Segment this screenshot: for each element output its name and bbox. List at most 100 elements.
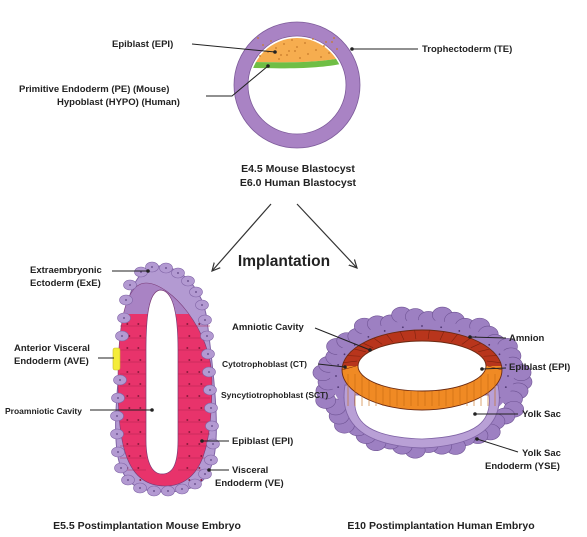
cell-nucleus	[139, 455, 141, 457]
cell-nucleus	[186, 467, 188, 469]
cell-nucleus	[128, 431, 130, 433]
cell-nucleus	[206, 335, 208, 337]
cell-nucleus	[337, 364, 339, 366]
label-proamniotic-cavity: Proamniotic Cavity	[5, 406, 82, 416]
cell-nucleus	[137, 347, 139, 349]
cell-nucleus	[186, 347, 188, 349]
cell-nucleus	[320, 56, 322, 58]
label-hypoblast: Hypoblast (HYPO) (Human)	[57, 97, 180, 108]
cell-nucleus	[187, 280, 189, 282]
label-ave-line1: Anterior Visceral	[14, 343, 90, 354]
cell-nucleus	[137, 419, 139, 421]
cell-nucleus	[128, 407, 130, 409]
human-embryo	[313, 307, 532, 458]
cell-nucleus	[312, 38, 314, 40]
cell-nucleus	[116, 433, 118, 435]
amniotic-cavity	[358, 341, 486, 391]
cell-nucleus	[151, 266, 153, 268]
cell-nucleus	[139, 487, 141, 489]
cell-nucleus	[331, 41, 333, 43]
cell-nucleus	[198, 467, 200, 469]
anterior-visceral-endoderm	[113, 348, 120, 370]
cell-nucleus	[127, 479, 129, 481]
cell-nucleus	[204, 319, 206, 321]
cell-nucleus	[186, 395, 188, 397]
cell-nucleus	[198, 371, 200, 373]
cell-nucleus	[200, 455, 202, 457]
cell-nucleus	[119, 379, 121, 381]
cell-nucleus	[367, 336, 369, 338]
cell-nucleus	[499, 353, 501, 355]
cell-nucleus	[200, 359, 202, 361]
cell-nucleus	[153, 490, 155, 492]
cell-nucleus	[198, 419, 200, 421]
label-epiblast-blastocyst: Epiblast (EPI)	[112, 39, 173, 50]
cell-nucleus	[126, 443, 128, 445]
cell-nucleus	[200, 407, 202, 409]
cell-nucleus	[259, 55, 261, 57]
cell-nucleus	[304, 42, 306, 44]
label-primitive-endoderm: Primitive Endoderm (PE) (Mouse)	[19, 84, 169, 95]
cell-nucleus	[291, 39, 293, 41]
proamniotic-cavity	[146, 290, 178, 474]
label-ve-line1: Visceral	[232, 465, 268, 476]
cell-nucleus	[126, 371, 128, 373]
label-exe-line2: Ectoderm (ExE)	[30, 278, 101, 289]
cell-nucleus	[296, 46, 298, 48]
cell-nucleus	[128, 383, 130, 385]
cell-nucleus	[336, 48, 338, 50]
cell-nucleus	[198, 347, 200, 349]
cell-nucleus	[201, 304, 203, 306]
cell-nucleus	[507, 375, 509, 377]
cell-nucleus	[344, 353, 346, 355]
cell-nucleus	[207, 353, 209, 355]
cell-nucleus	[186, 371, 188, 373]
cell-nucleus	[210, 459, 212, 461]
cell-nucleus	[117, 451, 119, 453]
cell-nucleus	[139, 359, 141, 361]
cell-nucleus	[440, 326, 442, 328]
human-embryo-caption: E10 Postimplantation Human Embryo	[347, 520, 534, 532]
cell-nucleus	[280, 54, 282, 56]
cell-nucleus	[128, 359, 130, 361]
cell-nucleus	[323, 45, 325, 47]
cell-nucleus	[288, 50, 290, 52]
cell-nucleus	[120, 467, 122, 469]
label-mouse-epiblast: Epiblast (EPI)	[232, 436, 293, 447]
cell-nucleus	[188, 407, 190, 409]
cell-nucleus	[165, 267, 167, 269]
implantation-label: Implantation	[238, 253, 330, 270]
cell-nucleus	[384, 330, 386, 332]
cell-nucleus	[210, 407, 212, 409]
cell-nucleus	[137, 371, 139, 373]
cell-nucleus	[128, 455, 130, 457]
cell-nucleus	[200, 431, 202, 433]
cell-nucleus	[294, 50, 296, 52]
label-yse-line2: Endoderm (YSE)	[485, 461, 560, 472]
cell-nucleus	[177, 272, 179, 274]
cell-nucleus	[286, 54, 288, 56]
cell-nucleus	[188, 455, 190, 457]
cell-nucleus	[315, 49, 317, 51]
label-yolk-sac: Yolk Sac	[522, 409, 561, 420]
cell-nucleus	[212, 443, 214, 445]
cell-nucleus	[421, 325, 423, 327]
cell-nucleus	[117, 397, 119, 399]
cell-nucleus	[126, 347, 128, 349]
cell-nucleus	[194, 483, 196, 485]
label-amnion: Amnion	[509, 333, 545, 344]
cell-nucleus	[126, 419, 128, 421]
cell-nucleus	[335, 375, 337, 377]
cell-nucleus	[188, 359, 190, 361]
label-ave-line2: Endoderm (AVE)	[14, 356, 89, 367]
blastocyst-caption-line1: E4.5 Mouse Blastocyst	[241, 163, 355, 175]
cell-nucleus	[137, 443, 139, 445]
blastocyst	[234, 22, 360, 148]
cell-nucleus	[328, 52, 330, 54]
cell-nucleus	[333, 37, 335, 39]
cell-nucleus	[188, 431, 190, 433]
cell-nucleus	[139, 407, 141, 409]
cell-nucleus	[139, 479, 141, 481]
cell-nucleus	[139, 335, 141, 337]
cell-nucleus	[299, 57, 301, 59]
